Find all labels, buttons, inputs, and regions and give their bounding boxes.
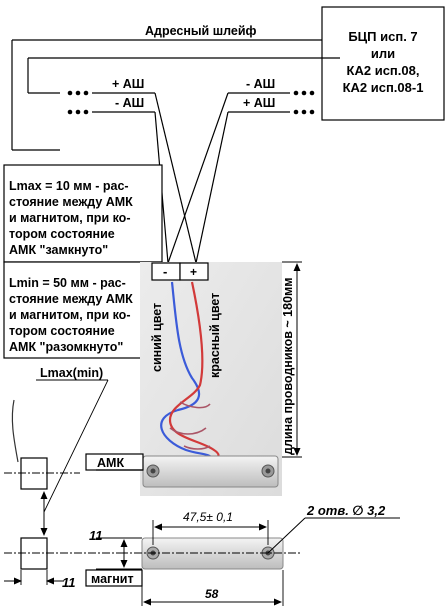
minus-terminal-label: - xyxy=(163,264,167,279)
magnet-label: магнит xyxy=(91,572,134,586)
note-max-line-2: стояние между АМК xyxy=(9,195,133,209)
hole-spacing-label: 47,5± 0,1 xyxy=(183,510,233,524)
wire-length-label: длина проводников ~ 180мм xyxy=(281,277,295,455)
left-minus-label: - АШ xyxy=(115,96,144,110)
red-wire xyxy=(168,281,220,463)
note-max-box xyxy=(3,164,163,263)
controller-line-1: БЦП исп. 7 xyxy=(348,29,418,44)
right-minus-label: - АШ xyxy=(246,77,275,91)
right-terminal-dots xyxy=(293,90,315,115)
left-plus-label: + АШ xyxy=(112,77,144,91)
amk-body xyxy=(142,455,279,488)
plus-terminal-label: + xyxy=(190,265,197,279)
note-max-line-4: тором состояние xyxy=(9,227,115,241)
controller-line-3: КА2 исп.08, xyxy=(346,63,420,78)
controller-line-4: КА2 исп.08-1 xyxy=(342,80,424,95)
note-min-line-3: и магнитом, при ко- xyxy=(9,308,131,322)
note-max-line-1: Lmax = 10 мм - рас- xyxy=(9,179,129,193)
blue-wire-label: синий цвет xyxy=(150,303,164,372)
left-terminal-dots xyxy=(67,90,89,115)
note-max-text: Lmax = 10 мм - рас- стояние между АМК и … xyxy=(9,178,161,258)
note-min-line-5: АМК "разомкнуто" xyxy=(9,340,124,354)
wire-right-plus xyxy=(195,111,229,264)
blue-wire xyxy=(160,281,215,461)
note-min-line-1: Lmin = 50 мм - рас- xyxy=(9,276,126,290)
holes-leader xyxy=(267,517,306,554)
note-max-line-3: и магнитом, при ко- xyxy=(9,211,131,225)
address-loop-label: Адресный шлейф xyxy=(145,24,257,38)
plus-terminal-box xyxy=(179,262,209,281)
note-max-line-5: АМК "замкнуто" xyxy=(9,243,109,257)
distance-leader xyxy=(43,379,109,513)
distance-label: Lmax(min) xyxy=(40,366,103,380)
note-min-line-2: стояние между АМК xyxy=(9,292,133,306)
height-top-label: 11 xyxy=(89,528,103,543)
schematic-lead xyxy=(11,399,19,463)
right-plus-label: + АШ xyxy=(243,96,275,110)
magnet-body xyxy=(141,537,284,570)
wire-right-minus xyxy=(167,92,229,264)
note-min-text: Lmin = 50 мм - рас- стояние между АМК и … xyxy=(9,275,161,355)
note-min-line-4: тором состояние xyxy=(9,324,115,338)
wire-twist xyxy=(169,401,211,450)
amk-label: АМК xyxy=(97,456,124,470)
length-label: 58 xyxy=(205,587,219,601)
schematic-magnet-block xyxy=(20,537,48,570)
height-bottom-label: 11 xyxy=(62,575,76,590)
controller-line-2: или xyxy=(370,46,396,61)
controller-label: БЦП исп. 7 или КА2 исп.08, КА2 исп.08-1 xyxy=(322,28,444,96)
holes-label: 2 отв. ∅ 3,2 xyxy=(306,503,386,518)
note-min-box xyxy=(3,261,163,359)
schematic-amk-block xyxy=(20,457,48,490)
wire-left-plus xyxy=(154,92,197,264)
controller-box xyxy=(321,6,445,121)
red-wire-label: красный цвет xyxy=(208,293,222,378)
